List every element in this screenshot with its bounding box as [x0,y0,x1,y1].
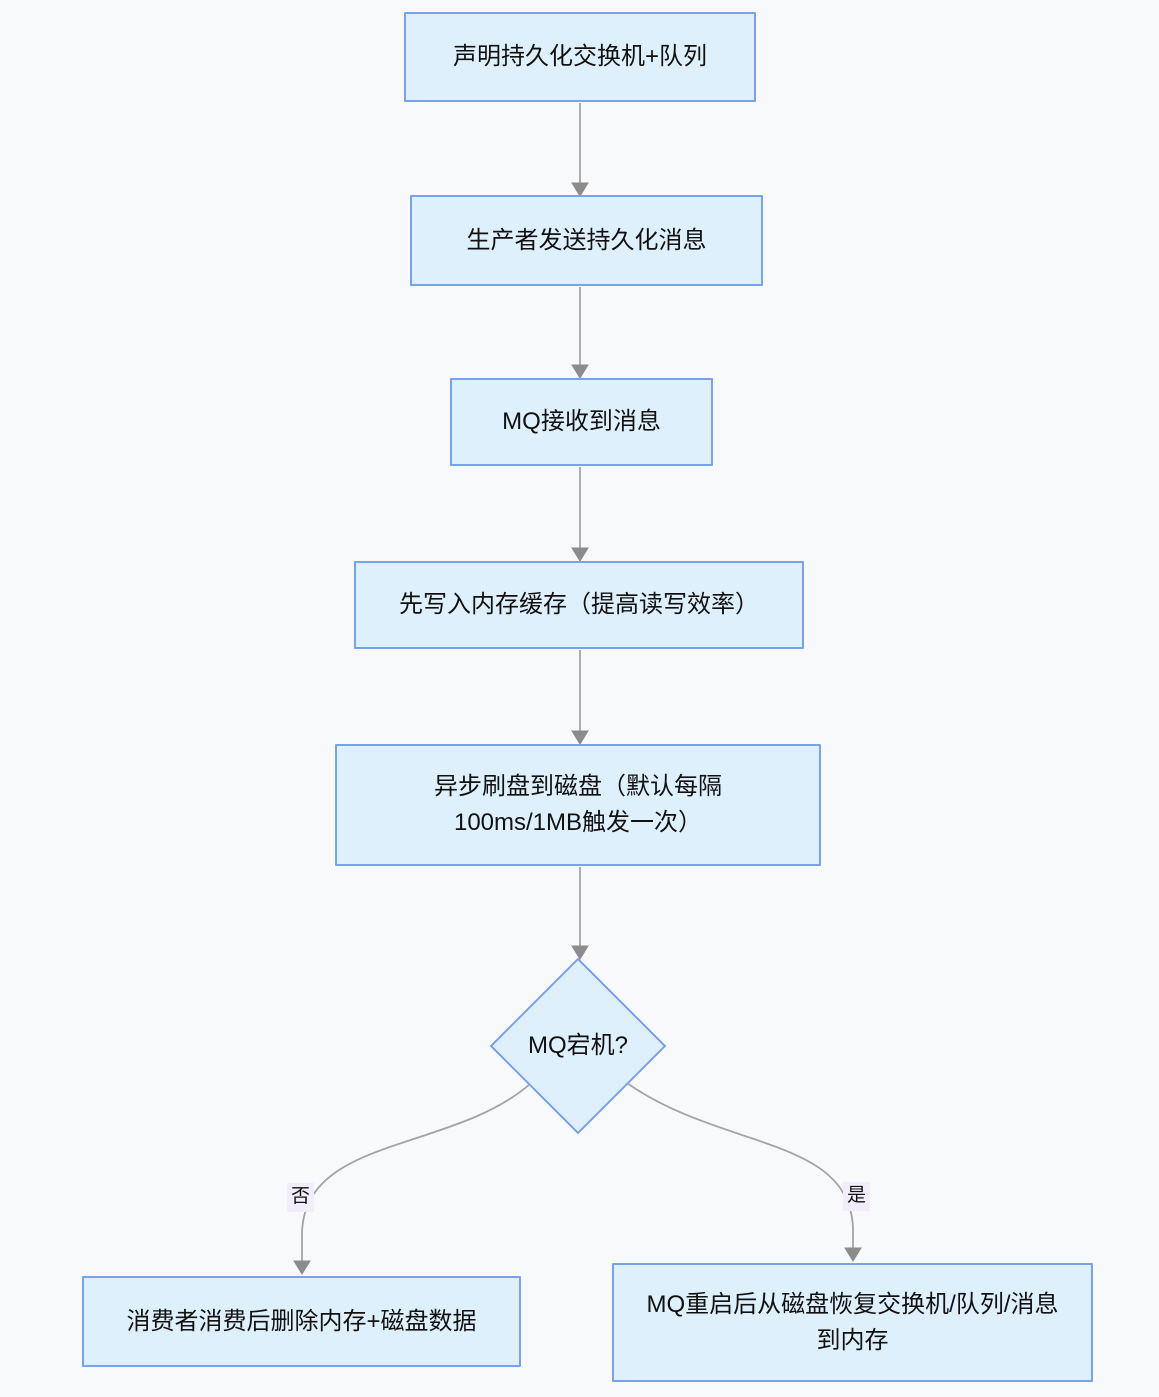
node-label: MQ重启后从磁盘恢复交换机/队列/消息到内存 [646,1290,1059,1354]
edge-decision-yes [626,1082,862,1262]
node-label: 生产者发送持久化消息 [466,226,707,254]
arrowhead-icon [571,182,589,197]
edge-flush-to-decision [571,867,589,960]
node-declare-durable-exchange-queue: 声明持久化交换机+队列 [404,12,756,102]
arrowhead-icon [571,364,589,379]
edge-produce-to-receive [571,287,589,379]
node-producer-send-persistent-message: 生产者发送持久化消息 [410,195,763,286]
node-label: MQ接收到消息 [502,408,661,435]
arrowhead-icon [571,730,589,745]
node-label: 先写入内存缓存（提高读写效率） [399,591,759,618]
edge-curve [626,1082,854,1249]
edge-label-no: 否 [287,1183,315,1212]
node-decision-mq-down: MQ宕机? [491,1012,665,1080]
node-label: MQ宕机? [527,1032,628,1059]
node-mq-restart-restore: MQ重启后从磁盘恢复交换机/队列/消息到内存 [612,1263,1093,1382]
edge-declare-to-produce [571,103,589,197]
node-label: 消费者消费后删除内存+磁盘数据 [126,1307,477,1335]
arrowhead-icon [571,547,589,562]
node-label: 声明持久化交换机+队列 [452,43,707,70]
node-consumer-delete-data: 消费者消费后删除内存+磁盘数据 [82,1276,521,1367]
edge-decision-no [293,1083,531,1275]
node-async-flush-disk: 异步刷盘到磁盘（默认每隔100ms/1MB触发一次） [335,744,821,866]
node-write-memory-cache: 先写入内存缓存（提高读写效率） [354,561,804,649]
edge-curve [301,1083,531,1262]
edge-memcache-to-flush [571,650,589,745]
arrowhead-icon [844,1247,862,1262]
node-mq-receive-message: MQ接收到消息 [450,378,713,466]
edge-receive-to-memcache [571,467,589,562]
node-label: 异步刷盘到磁盘（默认每隔100ms/1MB触发一次） [434,773,722,836]
edge-label-yes: 是 [843,1182,871,1211]
arrowhead-icon [293,1260,311,1275]
decision-diamond-shape [489,957,667,1135]
arrowhead-icon [571,945,589,960]
